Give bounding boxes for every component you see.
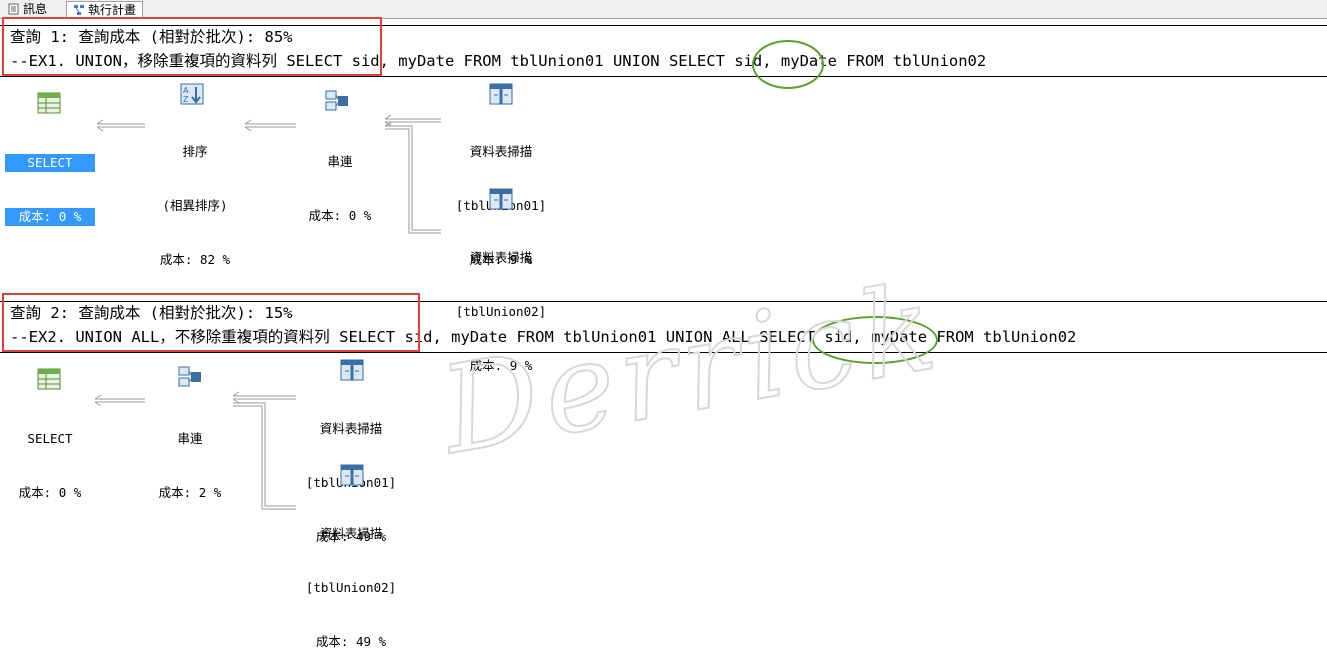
plan-node-sort[interactable]: 排序 (相異排序) 成本: 82 %	[140, 107, 250, 287]
query1-sql: --EX1. UNION，移除重複項的資料列 SELECT sid, myDat…	[10, 52, 986, 70]
result-tabs: 訊息 執行計畫	[0, 0, 1327, 19]
message-icon	[8, 3, 19, 15]
query2-plan-arrows	[94, 391, 296, 510]
query1-sql-pre: SELECT sid, myDate FROM tblUnion01	[276, 52, 613, 70]
query2-bottom-divider	[0, 352, 1327, 353]
node-cost: 成本: 49 %	[315, 529, 387, 544]
table-scan-icon	[489, 188, 513, 210]
table-scan-icon	[340, 359, 364, 381]
plan-node-concatenation[interactable]: 串連 成本: 0 %	[290, 117, 390, 243]
node-label: 資料表掃描	[319, 526, 383, 541]
node-label: 排序	[182, 144, 208, 159]
query2-highlight-box	[2, 293, 420, 352]
query2-sql-pre: SELECT sid, myDate FROM tblUnion01	[329, 328, 666, 346]
tab-messages-label: 訊息	[23, 2, 48, 16]
query1-header: 查詢 1: 查詢成本 (相對於批次): 85%	[10, 28, 293, 46]
plan-node-select[interactable]: SELECT 成本: 0 %	[5, 118, 95, 244]
node-label: SELECT	[5, 154, 95, 172]
plan-node-concatenation[interactable]: 串連 成本: 2 %	[140, 394, 240, 520]
sort-icon: AZ	[180, 83, 204, 105]
node-sub: (相異排序)	[162, 198, 228, 213]
query2-top-divider	[0, 301, 1327, 302]
node-label: 資料表掃描	[469, 144, 533, 159]
table-scan-icon	[340, 464, 364, 486]
plan-node-select[interactable]: SELECT 成本: 0 %	[5, 394, 95, 520]
query1-plan-arrows	[96, 114, 441, 234]
query1-bottom-divider	[0, 76, 1327, 77]
execution-plan-icon	[74, 5, 84, 15]
query1-top-divider	[0, 25, 1327, 26]
table-scan-icon	[489, 83, 513, 105]
node-cost: 成本: 49 %	[315, 634, 387, 649]
tab-messages[interactable]: 訊息	[8, 1, 47, 18]
query2-sql-keyword: UNION ALL	[665, 328, 750, 346]
node-cost: 成本: 0 %	[5, 208, 95, 226]
select-result-icon	[37, 368, 61, 390]
tab-execution-plan-label: 執行計畫	[88, 3, 137, 17]
node-cost: 成本: 0 %	[308, 208, 372, 223]
node-cost: 成本: 9 %	[469, 252, 533, 267]
node-label: 串連	[327, 154, 353, 169]
svg-text:Z: Z	[183, 95, 189, 104]
concatenation-icon	[178, 366, 201, 387]
node-sub: [tblUnion02]	[455, 304, 547, 319]
node-label: SELECT	[27, 431, 73, 446]
query1-sql-comment: --EX1. UNION，移除重複項的資料列	[10, 52, 277, 70]
query1-union-highlight	[752, 40, 824, 89]
query2-sql-comment: --EX2. UNION ALL，不移除重複項的資料列	[10, 328, 330, 346]
node-cost: 成本: 9 %	[469, 358, 533, 373]
query1-highlight-box	[2, 17, 382, 76]
concatenation-icon	[325, 90, 348, 111]
node-label: 資料表掃描	[319, 421, 383, 436]
node-cost: 成本: 2 %	[158, 485, 222, 500]
query2-header: 查詢 2: 查詢成本 (相對於批次): 15%	[10, 304, 293, 322]
svg-text:A: A	[183, 86, 189, 95]
node-cost: 成本: 82 %	[159, 252, 231, 267]
select-result-icon	[37, 92, 61, 114]
query2-union-all-highlight	[812, 316, 938, 364]
tab-execution-plan[interactable]: 執行計畫	[66, 1, 144, 19]
node-label: 資料表掃描	[469, 250, 533, 265]
node-sub: [tblUnion02]	[305, 580, 397, 595]
node-label: 串連	[177, 431, 203, 446]
query1-sql-keyword: UNION	[612, 52, 660, 70]
plan-node-table-scan-2[interactable]: 資料表掃描 [tblUnion02] 成本: 9 %	[440, 213, 562, 393]
node-cost: 成本: 0 %	[18, 485, 82, 500]
